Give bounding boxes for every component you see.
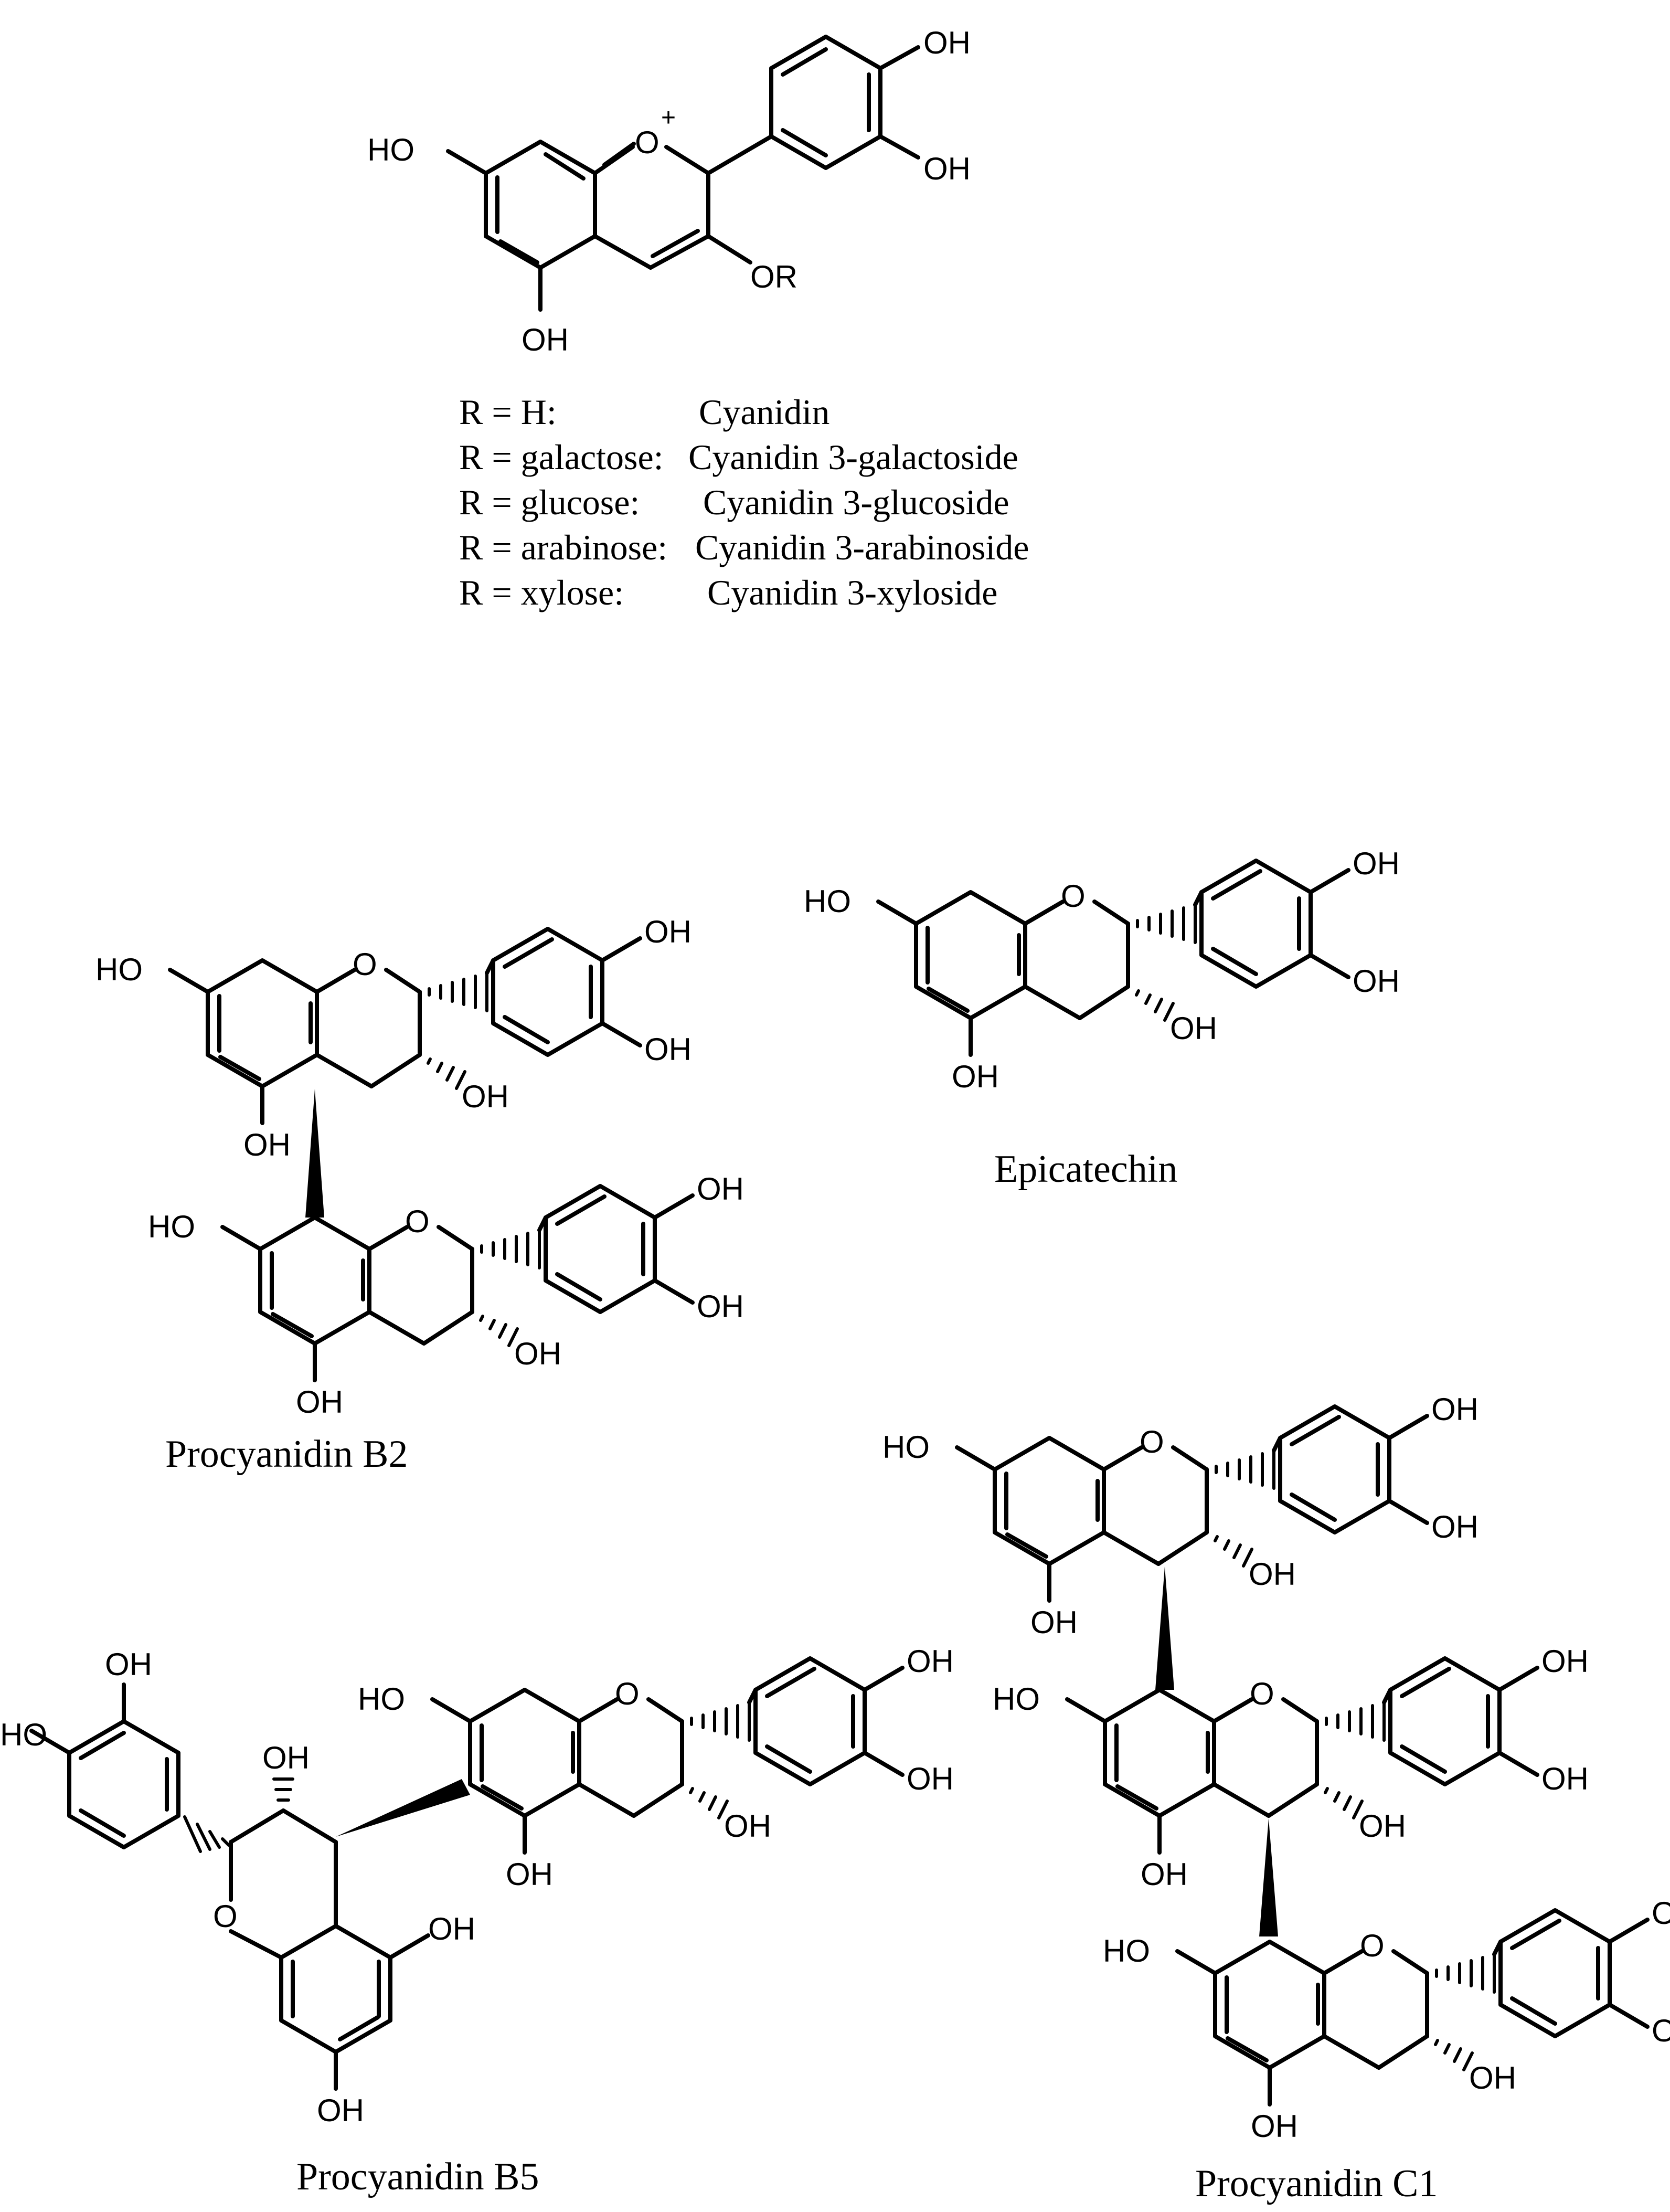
hydroxyl-label: OH <box>522 322 569 357</box>
hydroxyl-label: OH <box>1359 1808 1406 1844</box>
hydroxyl-label: OH <box>506 1857 553 1892</box>
hydroxyl-label: OH <box>262 1740 310 1775</box>
hydroxyl-label: OH <box>1469 2060 1516 2095</box>
hydroxyl-label: OH <box>1431 1392 1478 1427</box>
positive-charge-label: + <box>661 104 676 132</box>
hydroxyl-label: HO <box>804 884 851 919</box>
hydroxyl-label: OH <box>296 1384 343 1420</box>
caption-procyanidin-b2: Procyanidin B2 <box>165 1433 408 1476</box>
hydroxyl-label: OH <box>462 1079 509 1114</box>
hydroxyl-label: OH <box>428 1911 475 1946</box>
procyanidin-c1-structure: O HO OH OH OH OH O HO OH OH OH OH O HO O… <box>882 1392 1670 2144</box>
hydroxyl-label: HO <box>993 1681 1040 1717</box>
caption-epicatechin: Epicatechin <box>994 1148 1177 1191</box>
hydroxyl-label: HO <box>95 952 143 987</box>
hydroxyl-label: OH <box>923 151 971 186</box>
hydroxyl-label: OH <box>1141 1857 1188 1892</box>
wedge-bond <box>305 1089 324 1218</box>
hydroxyl-label: OH <box>644 1032 692 1067</box>
hydroxyl-label: OH <box>907 1644 954 1679</box>
hydroxyl-label: HO <box>367 132 414 167</box>
procyanidin-b5-structure: O HO OH OH OH OH <box>0 1644 954 2128</box>
ring-oxygen-label: O <box>1360 1928 1385 1963</box>
hydroxyl-label: OH <box>697 1289 744 1324</box>
hydroxyl-label: OH <box>644 914 692 949</box>
hydroxyl-label: OH <box>907 1761 954 1796</box>
hydroxyl-label: OH <box>697 1171 744 1206</box>
hydroxyl-label: HO <box>148 1209 195 1244</box>
or-substituent-label: OR <box>750 259 797 294</box>
hydroxyl-label: OH <box>514 1336 561 1371</box>
hydroxyl-label: OH <box>1170 1011 1217 1046</box>
hydroxyl-label: OH <box>243 1127 291 1162</box>
hydroxyl-label: OH <box>1251 2109 1298 2144</box>
hydroxyl-label: OH <box>1541 1761 1589 1796</box>
hydroxyl-label: OH <box>1652 2013 1670 2048</box>
ring-oxygen-label: O <box>635 125 660 160</box>
r-table-lhs: R = glucose: <box>459 482 640 522</box>
ring-oxygen-label: O <box>405 1204 430 1239</box>
hydroxyl-label: HO <box>882 1430 930 1465</box>
hydroxyl-label: HO <box>358 1681 405 1717</box>
ring-oxygen-label: O <box>615 1676 640 1711</box>
r-table-rhs: Cyanidin 3-arabinoside <box>695 527 1029 567</box>
wedge-bond <box>1155 1567 1174 1690</box>
r-substituent-table: R = H: Cyanidin R = galactose: Cyanidin … <box>459 392 1029 612</box>
wedge-bond <box>336 1779 470 1837</box>
procyanidin-b2-structure: O HO OH OH OH OH O HO OH OH OH OH <box>95 914 744 1420</box>
hydroxyl-label: OH <box>1431 1509 1478 1544</box>
hydroxyl-label: HO <box>0 1717 47 1752</box>
hydroxyl-label: OH <box>105 1647 152 1682</box>
r-table-rhs: Cyanidin <box>699 392 829 432</box>
hydroxyl-label: OH <box>317 2093 364 2128</box>
r-table-lhs: R = H: <box>459 392 557 432</box>
hydroxyl-label: OH <box>1541 1644 1589 1679</box>
hydroxyl-label: HO <box>1103 1933 1150 1968</box>
ring-oxygen-label: O <box>213 1899 238 1934</box>
hydroxyl-label: OH <box>1652 1896 1670 1931</box>
ring-oxygen-label: O <box>353 947 377 982</box>
ring-oxygen-label: O <box>1140 1424 1164 1459</box>
wedge-bond <box>1259 1818 1278 1936</box>
r-table-lhs: R = galactose: <box>459 437 664 477</box>
hydroxyl-label: OH <box>1030 1605 1078 1640</box>
r-table-rhs: Cyanidin 3-xyloside <box>707 573 997 612</box>
hydroxyl-label: OH <box>952 1059 999 1094</box>
hydroxyl-label: OH <box>1353 964 1400 999</box>
hydroxyl-label: OH <box>724 1808 771 1844</box>
r-table-rhs: Cyanidin 3-glucoside <box>703 482 1009 522</box>
hydroxyl-label: OH <box>1249 1557 1296 1592</box>
caption-procyanidin-b5: Procyanidin B5 <box>296 2155 539 2198</box>
ring-oxygen-label: O <box>1250 1676 1274 1711</box>
hydroxyl-label: OH <box>1353 846 1400 881</box>
epicatechin-structure: O HO OH OH OH OH <box>804 846 1400 1094</box>
r-table-lhs: R = arabinose: <box>459 527 667 567</box>
r-table-lhs: R = xylose: <box>459 573 624 612</box>
hydroxyl-label: OH <box>923 25 971 60</box>
ring-oxygen-label: O <box>1061 879 1086 914</box>
cyanidin-structure: O + HO OH OH OH OR <box>367 25 971 357</box>
r-table-rhs: Cyanidin 3-galactoside <box>688 437 1018 477</box>
caption-procyanidin-c1: Procyanidin C1 <box>1195 2162 1438 2205</box>
